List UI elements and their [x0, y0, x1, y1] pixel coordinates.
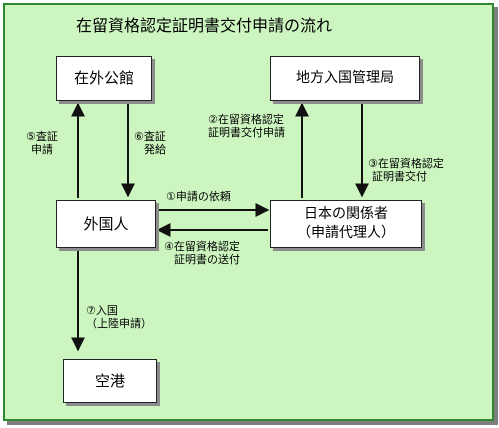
immigration-bureau-box: 地方入国管理局: [270, 56, 420, 101]
embassy-box: 在外公館: [56, 56, 152, 101]
japan-party-box: 日本の関係者 （申請代理人）: [270, 200, 422, 248]
embassy-label: 在外公館: [73, 69, 134, 87]
diagram-title: 在留資格認定証明書交付申請の流れ: [76, 16, 333, 35]
step3-label: ③在留資格認定 証明書交付: [368, 157, 444, 183]
foreigner-label: 外国人: [83, 214, 129, 233]
japan-party-label-line1: 日本の関係者: [304, 206, 388, 222]
step6-label: ⑥査証 発給: [134, 130, 166, 156]
japan-party-label-line2: （申請代理人）: [297, 225, 395, 241]
step4-label: ④在留資格認定 証明書の送付: [164, 240, 240, 266]
foreigner-box: 外国人: [56, 200, 156, 248]
step7-label: ⑦入国 （上陸申請）: [86, 304, 152, 330]
immigration-bureau-label: 地方入国管理局: [296, 70, 394, 86]
airport-label: 空港: [94, 371, 125, 390]
step1-label: ①申請の依頼: [166, 190, 231, 203]
step5-label: ⑤査証 申請: [26, 130, 58, 156]
step2-label: ②在留資格認定 証明書交付申請: [208, 113, 285, 139]
airport-box: 空港: [63, 359, 157, 403]
